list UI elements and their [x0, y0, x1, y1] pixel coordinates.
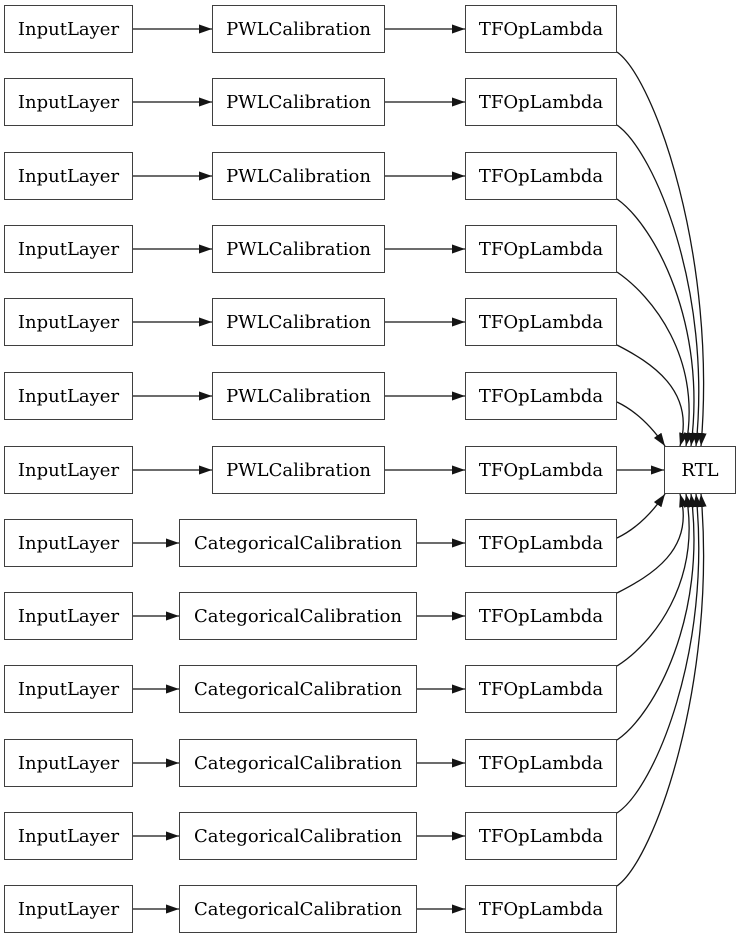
node-tfoplambda: TFOpLambda	[465, 78, 617, 126]
node-tfoplambda: TFOpLambda	[465, 152, 617, 200]
node-label: InputLayer	[17, 532, 120, 554]
node-inputlayer: InputLayer	[4, 812, 133, 860]
node-label: TFOpLambda	[478, 825, 604, 847]
node-tfoplambda: TFOpLambda	[465, 885, 617, 933]
node-label: PWLCalibration	[226, 385, 371, 407]
edge-op-rtl-1	[616, 51, 707, 447]
node-label: InputLayer	[17, 898, 120, 920]
node-label: InputLayer	[17, 18, 120, 40]
node-tfoplambda: TFOpLambda	[465, 225, 617, 273]
edge-op-rtl-10	[616, 493, 693, 667]
edge-op-rtl-12	[616, 493, 702, 814]
node-label: CategoricalCalibration	[194, 532, 402, 554]
node-tfoplambda: TFOpLambda	[465, 372, 617, 420]
node-tfoplambda: TFOpLambda	[465, 5, 617, 53]
node-inputlayer: InputLayer	[4, 298, 133, 346]
node-label: InputLayer	[17, 825, 120, 847]
node-pwlcalibration: PWLCalibration	[212, 298, 385, 346]
node-inputlayer: InputLayer	[4, 152, 133, 200]
node-label: TFOpLambda	[478, 605, 604, 627]
node-label: TFOpLambda	[478, 459, 604, 481]
node-inputlayer: InputLayer	[4, 739, 133, 787]
edge-op-rtl-3	[616, 198, 698, 447]
node-label: TFOpLambda	[478, 898, 604, 920]
node-inputlayer: InputLayer	[4, 5, 133, 53]
node-categoricalcalibration: CategoricalCalibration	[179, 519, 417, 567]
node-label: PWLCalibration	[226, 165, 371, 187]
node-categoricalcalibration: CategoricalCalibration	[179, 592, 417, 640]
node-tfoplambda: TFOpLambda	[465, 592, 617, 640]
node-label: TFOpLambda	[478, 18, 604, 40]
node-inputlayer: InputLayer	[4, 372, 133, 420]
node-tfoplambda: TFOpLambda	[465, 665, 617, 713]
edge-op-rtl-4	[616, 271, 693, 447]
node-tfoplambda: TFOpLambda	[465, 298, 617, 346]
node-label: TFOpLambda	[478, 385, 604, 407]
node-categoricalcalibration: CategoricalCalibration	[179, 665, 417, 713]
node-label: InputLayer	[17, 459, 120, 481]
node-label: TFOpLambda	[478, 311, 604, 333]
node-pwlcalibration: PWLCalibration	[212, 78, 385, 126]
edge-op-rtl-5	[616, 344, 688, 447]
node-inputlayer: InputLayer	[4, 665, 133, 713]
node-label: PWLCalibration	[226, 91, 371, 113]
node-pwlcalibration: PWLCalibration	[212, 446, 385, 494]
node-pwlcalibration: PWLCalibration	[212, 152, 385, 200]
node-label: TFOpLambda	[478, 238, 604, 260]
node-tfoplambda: TFOpLambda	[465, 446, 617, 494]
node-tfoplambda: TFOpLambda	[465, 739, 617, 787]
node-inputlayer: InputLayer	[4, 519, 133, 567]
node-label: InputLayer	[17, 678, 120, 700]
node-label: CategoricalCalibration	[194, 825, 402, 847]
edge-op-rtl-11	[616, 493, 698, 741]
node-label: PWLCalibration	[226, 238, 371, 260]
node-label: TFOpLambda	[478, 678, 604, 700]
node-tfoplambda: TFOpLambda	[465, 812, 617, 860]
node-inputlayer: InputLayer	[4, 592, 133, 640]
edge-op-rtl-13	[616, 493, 707, 887]
node-label: TFOpLambda	[478, 532, 604, 554]
node-label: TFOpLambda	[478, 165, 604, 187]
node-label: TFOpLambda	[478, 91, 604, 113]
node-label: InputLayer	[17, 238, 120, 260]
node-inputlayer: InputLayer	[4, 446, 133, 494]
edge-op-rtl-2	[616, 124, 702, 447]
node-label: CategoricalCalibration	[194, 605, 402, 627]
node-label: InputLayer	[17, 605, 120, 627]
edge-op-rtl-9	[616, 493, 688, 594]
node-label: InputLayer	[17, 752, 120, 774]
node-pwlcalibration: PWLCalibration	[212, 5, 385, 53]
node-label: CategoricalCalibration	[194, 678, 402, 700]
node-label: InputLayer	[17, 385, 120, 407]
node-label: PWLCalibration	[226, 311, 371, 333]
node-inputlayer: InputLayer	[4, 225, 133, 273]
node-label: RTL	[681, 459, 719, 481]
node-label: PWLCalibration	[226, 18, 371, 40]
node-label: PWLCalibration	[226, 459, 371, 481]
node-label: InputLayer	[17, 165, 120, 187]
node-pwlcalibration: PWLCalibration	[212, 225, 385, 273]
node-inputlayer: InputLayer	[4, 78, 133, 126]
node-categoricalcalibration: CategoricalCalibration	[179, 739, 417, 787]
node-inputlayer: InputLayer	[4, 885, 133, 933]
node-label: InputLayer	[17, 311, 120, 333]
node-categoricalcalibration: CategoricalCalibration	[179, 812, 417, 860]
edge-op-rtl-8	[616, 493, 666, 539]
node-rtl: RTL	[664, 446, 736, 494]
node-label: InputLayer	[17, 91, 120, 113]
node-categoricalcalibration: CategoricalCalibration	[179, 885, 417, 933]
node-pwlcalibration: PWLCalibration	[212, 372, 385, 420]
edge-op-rtl-6	[616, 401, 666, 447]
node-label: CategoricalCalibration	[194, 898, 402, 920]
node-tfoplambda: TFOpLambda	[465, 519, 617, 567]
node-label: TFOpLambda	[478, 752, 604, 774]
node-label: CategoricalCalibration	[194, 752, 402, 774]
